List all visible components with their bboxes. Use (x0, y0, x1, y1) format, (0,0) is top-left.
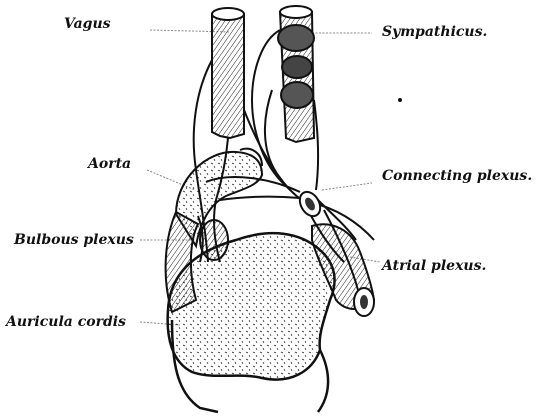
label-atrial-plexus: Atrial plexus. (382, 258, 486, 274)
label-connecting-plexus: Connecting plexus. (382, 168, 532, 184)
heart (168, 233, 335, 412)
label-bulbous-plexus: Bulbous plexus (14, 232, 134, 248)
label-sympathicus: Sympathicus. (382, 24, 487, 40)
label-aorta: Aorta (88, 156, 131, 172)
bulbous-plexus-node (200, 220, 228, 260)
connecting-plexus-node (296, 188, 325, 220)
sympathetic-chain (278, 6, 314, 142)
label-vagus: Vagus (64, 16, 111, 32)
label-auricula-cordis: Auricula cordis (6, 314, 126, 330)
vagus-trunk (212, 8, 244, 138)
stray-dot (398, 98, 402, 102)
